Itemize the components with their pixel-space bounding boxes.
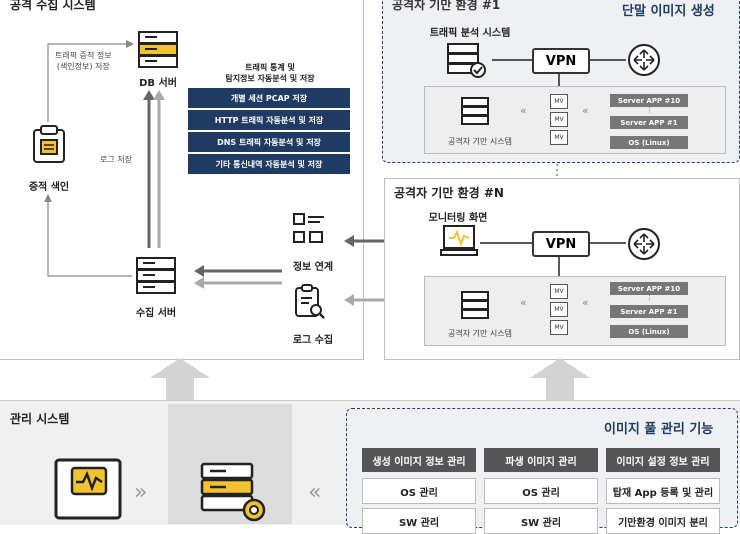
monitor-to-info-arrow-head: [344, 235, 354, 247]
envN-vpn-box: VPN: [532, 231, 590, 257]
envN-deception-label: 공격자 기만 시스템: [448, 329, 512, 338]
monitor-icon: [440, 225, 478, 256]
envN-app-1: Server APP #1: [610, 305, 688, 318]
env1-chevrons-b: «: [582, 104, 589, 117]
log-collect-icon: [295, 284, 325, 319]
analysis-title-line1: 트래픽 통계 및: [245, 63, 295, 72]
env1-router-icon: [628, 44, 660, 76]
envN-mv-1: MV: [550, 284, 568, 299]
pool-header-generated: 생성 이미지 정보 관리: [362, 448, 476, 472]
envN-app-10: Server APP #10: [610, 282, 688, 295]
collect-server-label: 수집 서버: [135, 308, 177, 319]
envN-app-dots: ⋮: [646, 294, 653, 302]
big-up-arrow-right: [530, 358, 590, 400]
info-link-label: 정보 연계: [292, 262, 334, 273]
env1-deception-label: 공격자 기만 시스템: [448, 137, 512, 146]
monitor-label: 모니터링 화면: [428, 213, 488, 224]
evidence-to-db-line: [47, 43, 130, 122]
analysis-item-http: HTTP 트래픽 자동분석 및 저장: [188, 110, 350, 130]
traffic-system-icon: [447, 43, 486, 78]
pool-cell-os-derived: OS 관리: [484, 478, 598, 504]
db-server-icon: [138, 31, 178, 68]
pool-header-derived: 파생 이미지 관리: [484, 448, 598, 472]
collect-to-evidence-line: [47, 200, 132, 277]
analysis-item-etc: 기타 통신내역 자동분석 및 저장: [188, 154, 350, 174]
management-server-gear-icon: [200, 462, 266, 522]
env1-vpn-box: VPN: [532, 48, 590, 74]
pool-cell-app-register: 탑재 App 등록 및 관리: [606, 478, 720, 504]
log-store-arrow-dark-head: [143, 90, 155, 100]
env1-mv-1: MV: [550, 94, 568, 109]
pool-header-settings: 이미지 설정 정보 관리: [606, 448, 720, 472]
env-to-log-arrow-head: [344, 294, 354, 306]
analysis-title-line2: 탐지정보 자동분석 및 저장: [225, 74, 315, 83]
analysis-item-dns: DNS 트래픽 자동분석 및 저장: [188, 132, 350, 152]
pool-cell-sw-derived: SW 관리: [484, 508, 598, 534]
evidence-store-note-line1: 트래픽 증적 정보: [55, 51, 112, 60]
envN-os: OS (Linux): [610, 325, 688, 338]
db-server-label: DB 서버: [139, 78, 177, 89]
envN-deception-server-icon: [461, 291, 489, 319]
envN-chevrons-b: «: [582, 296, 589, 309]
env1-mv-2: MV: [550, 112, 568, 127]
env1-app-1: Server APP #1: [610, 116, 688, 129]
env1-chevrons-a: «: [520, 104, 527, 117]
log-store-note: 로그 저장: [100, 155, 132, 164]
analysis-item-pcap: 개별 세션 PCAP 저장: [188, 88, 350, 108]
env1-deception-server-icon: [461, 97, 489, 125]
envN-router-icon: [628, 228, 660, 260]
envN-chevrons-a: «: [520, 296, 527, 309]
log-store-arrow-light-head: [153, 90, 165, 100]
env1-os: OS (Linux): [610, 136, 688, 149]
log-to-collect-arrow-head: [194, 277, 204, 289]
envN-title: 공격자 기만 환경 #N: [394, 186, 504, 200]
evidence-index-icon: [33, 125, 65, 163]
pool-cell-image-split: 기만환경 이미지 분리: [606, 508, 720, 534]
env1-link-lines: [492, 59, 626, 86]
envN-mv-2: MV: [550, 302, 568, 317]
collect-to-evidence-arrowhead: [44, 194, 52, 202]
evidence-index-label: 증적 색인: [28, 182, 70, 193]
big-up-arrow-left: [150, 358, 210, 400]
management-chevrons-b: «: [308, 480, 322, 505]
info-link-icon: [293, 213, 324, 243]
traffic-system-label: 트래픽 분석 시스템: [429, 28, 511, 39]
env1-app-10: Server APP #10: [610, 94, 688, 107]
info-to-collect-arrow-head: [194, 265, 204, 277]
pool-cell-sw-generated: SW 관리: [362, 508, 476, 534]
collection-system-title: 공격 수집 시스템: [10, 0, 96, 12]
management-chevrons-a: »: [134, 480, 148, 505]
big-up-arrows: [150, 358, 590, 400]
evidence-store-note-line2: (색인정보) 저장: [56, 62, 110, 71]
env1-badge: 단말 이미지 생성: [622, 4, 715, 19]
evidence-store-note: 트래픽 증적 정보 (색인정보) 저장: [55, 50, 112, 72]
log-collect-label: 로그 수집: [292, 335, 334, 346]
env1-app-dots: ⋮: [646, 106, 653, 114]
env1-mv-3: MV: [550, 130, 568, 145]
envN-link-lines: [480, 242, 626, 276]
env1-title: 공격자 기만 환경 #1: [392, 0, 501, 12]
management-monitor-icon: [54, 458, 122, 520]
image-pool-title: 이미지 풀 관리 기능: [604, 422, 714, 437]
envN-mv-3: MV: [550, 320, 568, 335]
evidence-to-db-arrowhead: [126, 40, 134, 48]
management-title: 관리 시스템: [10, 412, 70, 426]
analysis-title: 트래픽 통계 및 탐지정보 자동분석 및 저장: [200, 62, 340, 84]
collect-server-icon: [136, 257, 176, 294]
pool-cell-os-generated: OS 관리: [362, 478, 476, 504]
